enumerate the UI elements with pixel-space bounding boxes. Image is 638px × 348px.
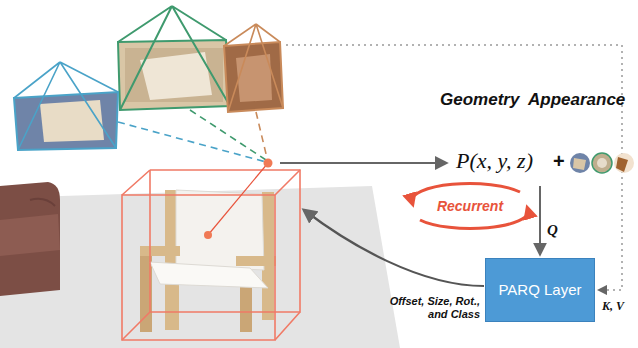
view-ray: [256, 112, 267, 158]
query-label: Q: [547, 222, 558, 239]
view-ray: [190, 110, 266, 160]
output-arrow: [304, 210, 484, 286]
query-offset-line: [208, 163, 268, 235]
feature-thumbnail: [570, 153, 634, 173]
camera-frustum: [14, 62, 118, 150]
query-point: [264, 159, 273, 168]
key-value-arrow: [286, 45, 622, 290]
heading-label: Geometry: [440, 90, 519, 110]
loop-label: Recurrent: [437, 198, 503, 214]
flow-arrow: [280, 162, 446, 164]
flow-arrow: [539, 186, 541, 254]
heading-label: Appearance: [528, 90, 625, 110]
camera-frustum: [118, 6, 230, 110]
math-label: P(x, y, z): [456, 148, 533, 173]
bounding-box: [122, 170, 300, 340]
key-value-label: K, V: [602, 300, 624, 314]
camera-frustum: [224, 24, 283, 112]
view-ray: [118, 122, 266, 162]
sofa: [0, 182, 60, 296]
plus-sign: +: [553, 150, 565, 173]
process-box: PARQ Layer: [485, 258, 595, 322]
output-label: Offset, Size, Rot., and Class: [388, 295, 480, 320]
box-title: PARQ Layer: [495, 281, 585, 299]
object-center: [204, 231, 212, 239]
armchair: [140, 190, 276, 332]
